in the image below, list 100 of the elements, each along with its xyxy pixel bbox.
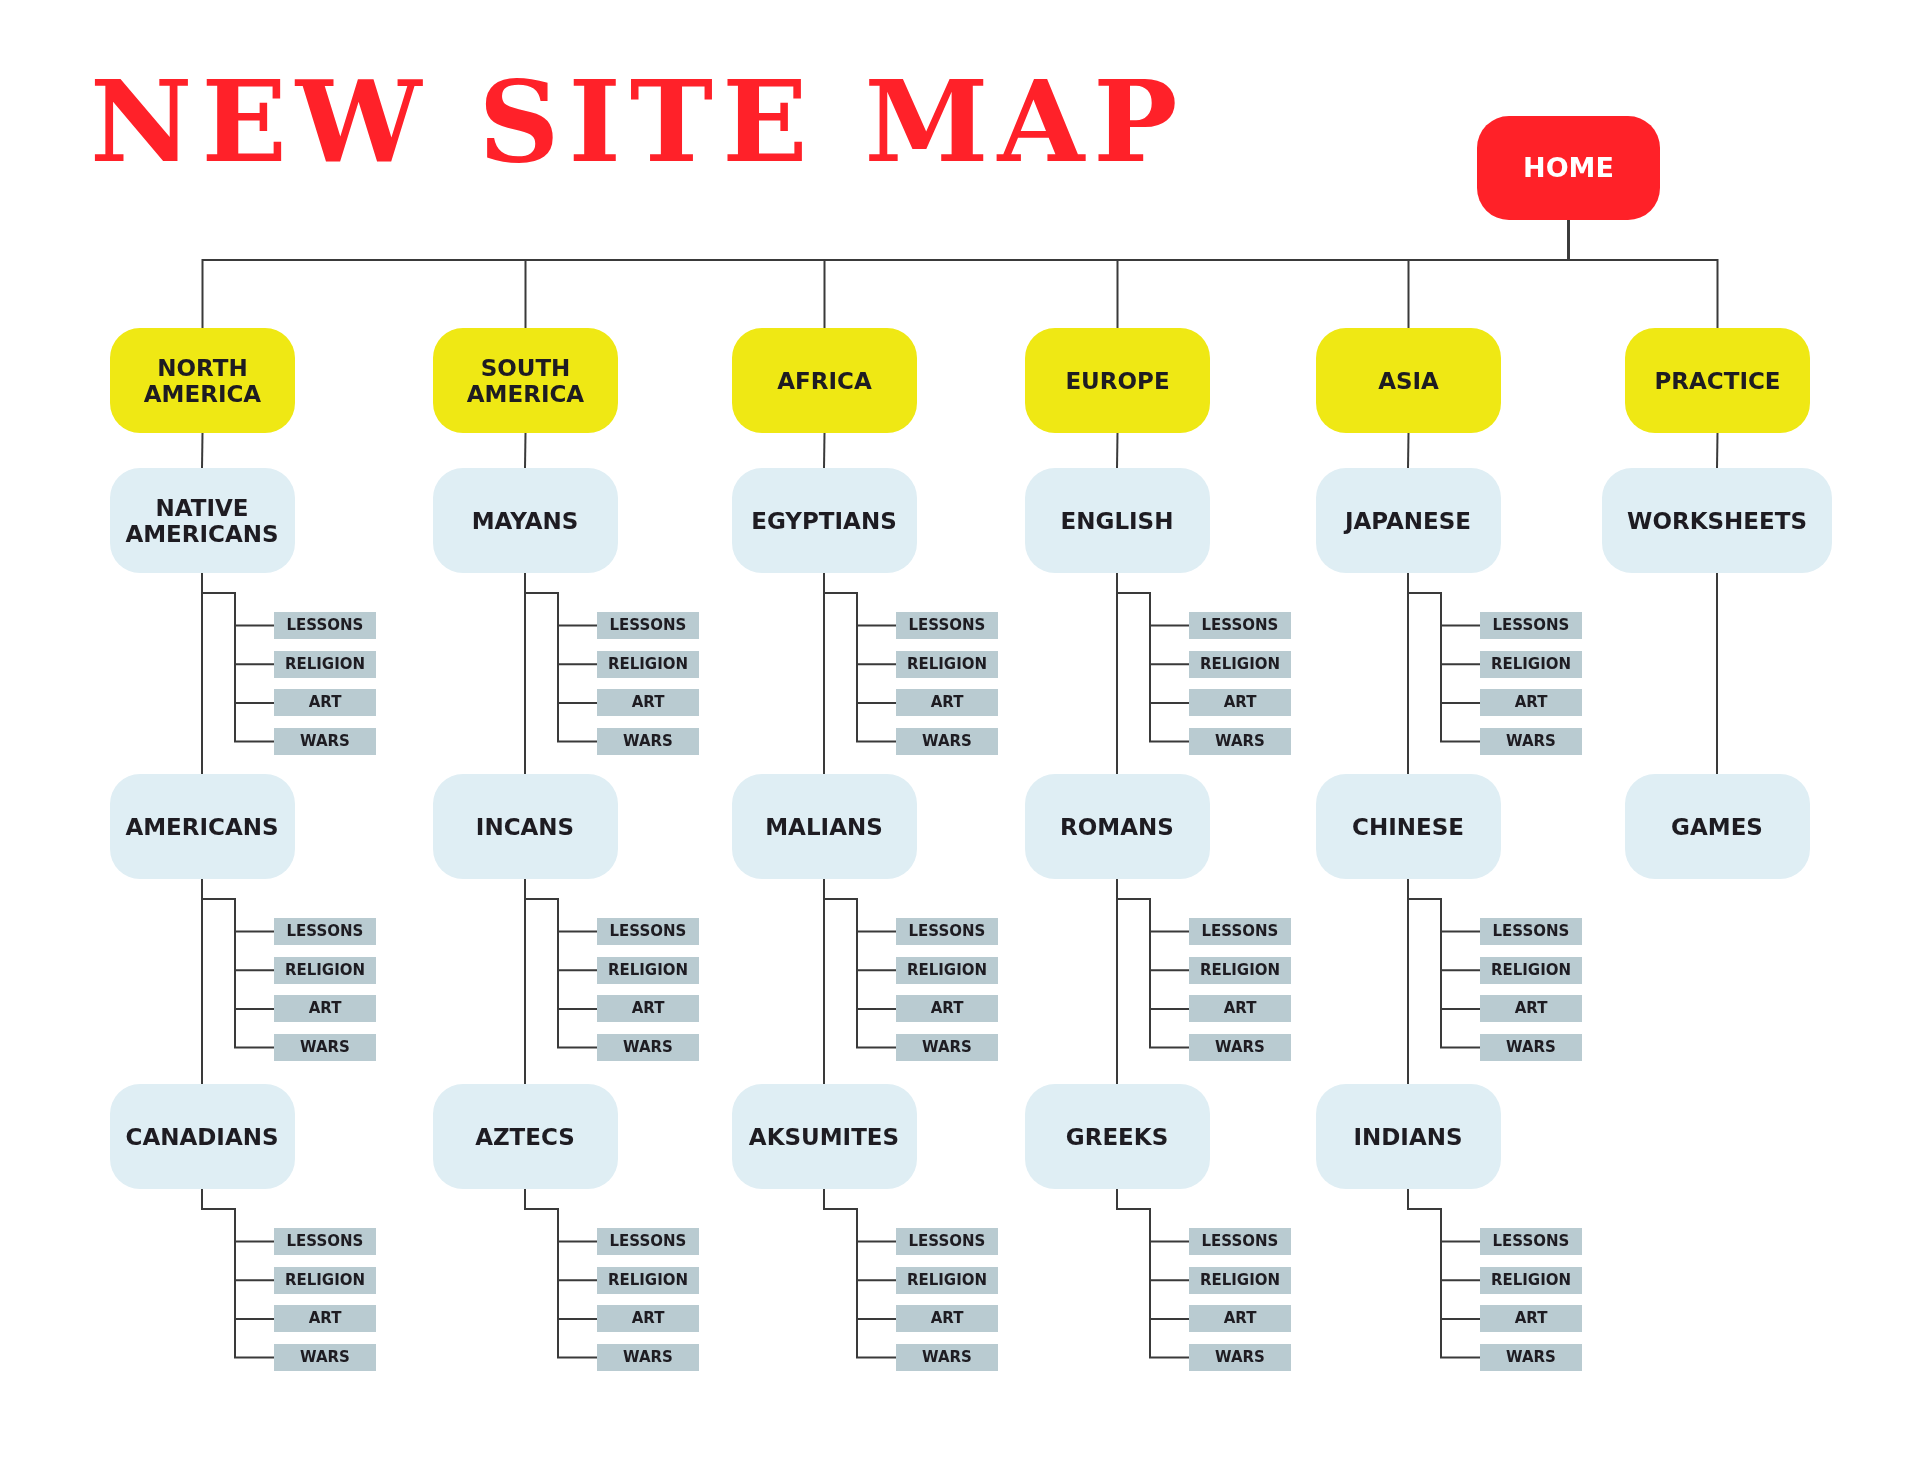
node-label: LESSONS — [1492, 1233, 1570, 1250]
node-label: RELIGION — [284, 1271, 366, 1289]
subpage-tag — [1480, 689, 1582, 717]
page-node — [432, 468, 618, 573]
node-label: WARS — [623, 1349, 673, 1367]
node-label: AMERICANS — [125, 813, 279, 840]
subpage-tag — [896, 1305, 998, 1333]
page-node — [1315, 468, 1501, 573]
subpage-tag — [1189, 1034, 1291, 1062]
node-label: GREEKS — [1065, 1123, 1169, 1150]
section-node — [1625, 328, 1810, 433]
node-label: WARS — [922, 733, 972, 751]
connector-line — [823, 572, 825, 775]
node-label: ROMANS — [1060, 813, 1174, 840]
node-label: RELIGION — [1490, 1271, 1572, 1289]
node-label: INCANS — [475, 813, 575, 840]
node-label: LESSONS — [1201, 617, 1279, 634]
connector-line — [1716, 432, 1719, 469]
subpage-tag — [1189, 1344, 1291, 1372]
subpage-tag — [597, 728, 699, 756]
subpage-tag — [597, 1305, 699, 1333]
subpage-tag — [274, 1034, 376, 1062]
node-label: WARS — [1215, 1349, 1265, 1367]
connector-line — [1116, 878, 1118, 1085]
subpage-tag — [274, 689, 376, 717]
subpage-tag — [896, 995, 998, 1023]
connector-line — [823, 878, 825, 1085]
subpage-tag — [1480, 650, 1582, 678]
subpage-tag — [274, 728, 376, 756]
node-label: AZTECS — [475, 1123, 575, 1150]
subpage-tag — [1189, 995, 1291, 1023]
connector-line — [524, 878, 526, 1085]
node-label: LESSONS — [609, 1233, 687, 1250]
node-label: ART — [930, 1310, 964, 1328]
subpage-tag — [1480, 1305, 1582, 1333]
node-label: WARS — [623, 1039, 673, 1057]
section-node — [1316, 328, 1501, 433]
node-label: LESSONS — [286, 1233, 364, 1250]
node-label: ASIA — [1378, 367, 1439, 394]
node-label: MALIANS — [765, 813, 883, 840]
node-label: WARS — [300, 733, 350, 751]
subpage-tag — [274, 1305, 376, 1333]
subpage-tag — [274, 1266, 376, 1294]
connector-line — [1716, 572, 1718, 775]
subpage-tag — [1189, 918, 1291, 945]
page-node — [109, 1084, 295, 1189]
node-label: EGYPTIANS — [751, 507, 897, 534]
connector-line — [524, 572, 526, 775]
subpage-tag — [1189, 956, 1291, 984]
connector-line — [1567, 219, 1719, 329]
node-label: RELIGION — [906, 655, 988, 673]
subpage-tag — [597, 689, 699, 717]
node-label: ART — [308, 1000, 342, 1018]
subpage-tag — [896, 918, 998, 945]
node-label: RELIGION — [906, 1271, 988, 1289]
subpage-tag — [896, 956, 998, 984]
node-label: CANADIANS — [125, 1123, 279, 1150]
node-label: WARS — [1506, 733, 1556, 751]
node-label: LESSONS — [1201, 1233, 1279, 1250]
subpage-tag — [896, 689, 998, 717]
subpage-tag — [597, 650, 699, 678]
subpage-tag — [274, 612, 376, 639]
page-node — [432, 774, 618, 879]
node-label: NORTH AMERICA — [142, 354, 263, 407]
subpage-tag — [896, 650, 998, 678]
node-label: ENGLISH — [1060, 507, 1174, 534]
subpage-tag — [896, 612, 998, 639]
node-label: JAPANESE — [1344, 507, 1472, 534]
connector-line — [1116, 572, 1118, 775]
connector-line — [201, 572, 203, 775]
node-label: ART — [1514, 694, 1548, 712]
subpage-tag — [1189, 612, 1291, 639]
subpage-tag — [1480, 1034, 1582, 1062]
connector-line — [1116, 432, 1119, 469]
page-node — [731, 468, 917, 573]
subpage-tag — [1189, 728, 1291, 756]
page-node — [1602, 468, 1832, 573]
node-label: NATIVE AMERICANS — [124, 494, 280, 547]
page-node — [1024, 774, 1210, 879]
connector-line — [1407, 878, 1409, 1085]
subpage-tag — [1189, 689, 1291, 717]
subpage-tag — [1480, 956, 1582, 984]
connector-line — [524, 432, 527, 469]
node-label: ART — [930, 694, 964, 712]
node-label: ART — [308, 1310, 342, 1328]
connector-line — [1116, 1188, 1190, 1359]
subpage-tag — [274, 1228, 376, 1255]
node-label: RELIGION — [284, 655, 366, 673]
node-label: ART — [308, 694, 342, 712]
node-label: WARS — [1506, 1039, 1556, 1057]
node-label: WARS — [300, 1039, 350, 1057]
page-node — [1315, 774, 1501, 879]
node-label: LESSONS — [908, 1233, 986, 1250]
node-label: LESSONS — [1492, 617, 1570, 634]
subpage-tag — [597, 1228, 699, 1255]
subpage-tag — [896, 1344, 998, 1372]
node-label: RELIGION — [1199, 1271, 1281, 1289]
node-label: WARS — [1215, 1039, 1265, 1057]
subpage-tag — [896, 1266, 998, 1294]
node-label: LESSONS — [609, 923, 687, 940]
